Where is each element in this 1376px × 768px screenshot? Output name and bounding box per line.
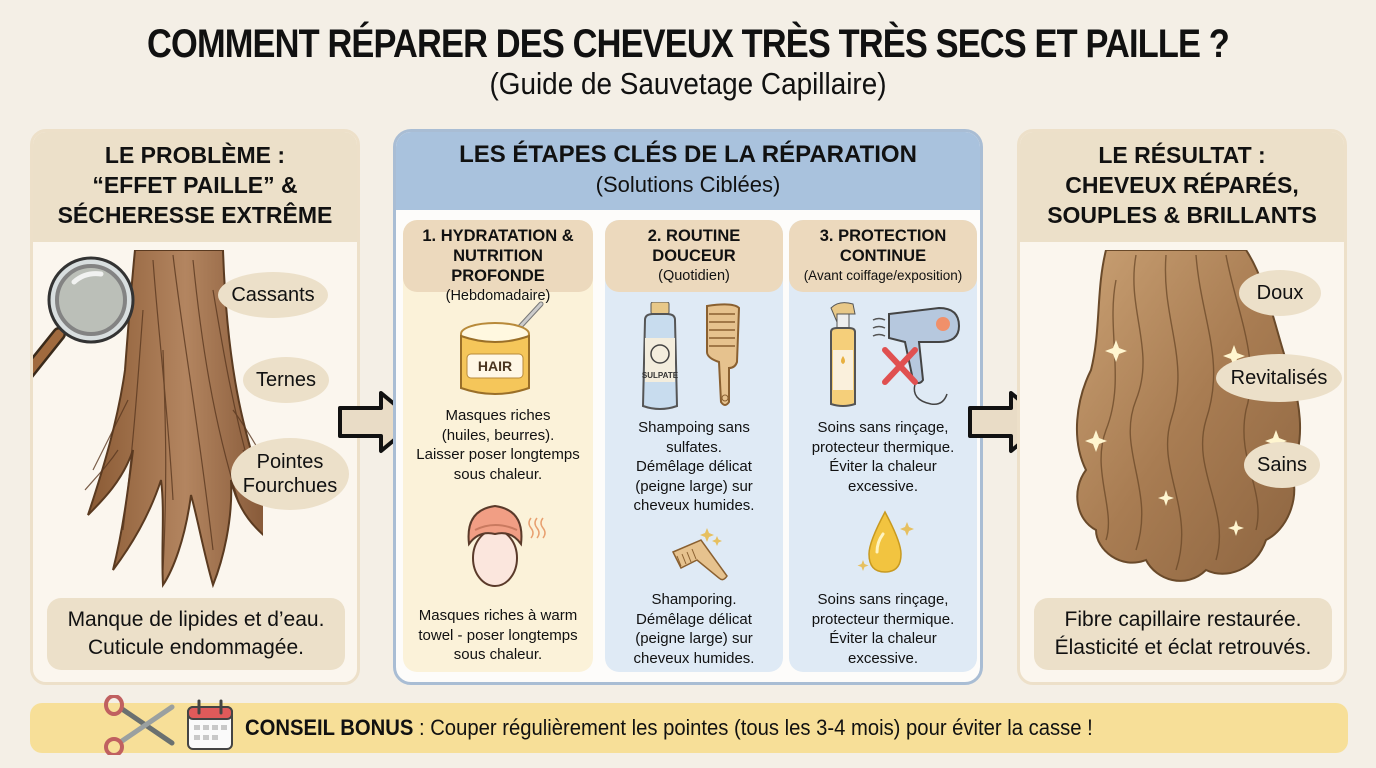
- bottle-label: SULPATE: [642, 371, 679, 380]
- scissors-icon: [104, 695, 175, 755]
- result-panel: LE RÉSULTAT : CHEVEUX RÉPARÉS, SOUPLES &…: [1017, 129, 1347, 685]
- result-heading: LE RÉSULTAT : CHEVEUX RÉPARÉS, SOUPLES &…: [1020, 132, 1344, 242]
- spray-and-crossed-hairdryer-icon: [830, 302, 961, 407]
- text-line: cheveux humides.: [633, 649, 755, 667]
- page-title: COMMENT RÉPARER DES CHEVEUX TRÈS TRÈS SE…: [147, 22, 1230, 66]
- text-line: Masques riches: [445, 407, 551, 424]
- text-line: Shamporing.: [651, 591, 737, 608]
- text-line: Soins sans rinçage,: [817, 591, 949, 608]
- fourchues-line: Fourchues: [242, 475, 338, 497]
- summary-line: Fibre capillaire restaurée.: [1064, 608, 1302, 631]
- text-line: Soins sans rinçage,: [817, 419, 949, 436]
- text-line: Démêlage délicat: [636, 610, 752, 628]
- pointes-line: Pointes: [256, 451, 324, 473]
- step-title-line: NUTRITION PROFONDE: [451, 247, 545, 285]
- step-frequency: (Avant coiffage/exposition): [803, 268, 963, 283]
- text-line: Masques riches à warm: [418, 607, 578, 624]
- text-line: excessive.: [847, 477, 919, 495]
- summary-line: Manque de lipides et d’eau.: [67, 608, 325, 631]
- text-line: sulfates.: [666, 438, 722, 456]
- jar-label: HAIR: [478, 358, 512, 374]
- text-line: (peigne large) sur: [635, 630, 753, 647]
- problem-summary: Manque de lipides et d’eau. Cuticule end…: [47, 598, 345, 670]
- summary-line: Élasticité et éclat retrouvés.: [1054, 636, 1312, 659]
- result-tag-sains: Sains: [1244, 442, 1320, 488]
- step-2-text-1: Shampoing sans sulfates. Démêlage délica…: [605, 418, 783, 516]
- result-heading-line: LE RÉSULTAT :: [1098, 142, 1266, 168]
- steps-heading: LES ÉTAPES CLÉS DE LA RÉPARATION (Soluti…: [396, 132, 980, 210]
- step-title-line: 1. HYDRATATION &: [422, 227, 574, 245]
- result-heading-line: CHEVEUX RÉPARÉS,: [1065, 172, 1299, 198]
- text-line: sous chaleur.: [453, 465, 543, 483]
- text-line: sous chaleur.: [453, 646, 543, 663]
- text-line: Shampoing sans: [638, 419, 750, 436]
- step-title-line: CONTINUE: [839, 247, 927, 265]
- problem-panel: LE PROBLÈME : “EFFET PAILLE” & SÉCHERESS…: [30, 129, 360, 685]
- text-line: Éviter la chaleur: [829, 630, 937, 647]
- result-summary: Fibre capillaire restaurée. Élasticité e…: [1034, 598, 1332, 670]
- steps-panel: LES ÉTAPES CLÉS DE LA RÉPARATION (Soluti…: [393, 129, 983, 685]
- calendar-icon: [187, 699, 233, 750]
- step-title-line: 3. PROTECTION: [819, 227, 947, 245]
- step-title-line: 2. ROUTINE: [647, 227, 741, 245]
- summary-line: Cuticule endommagée.: [88, 636, 304, 659]
- problem-heading: LE PROBLÈME : “EFFET PAILLE” & SÉCHERESS…: [33, 132, 357, 242]
- step-frequency: (Quotidien): [658, 268, 730, 284]
- step-frequency: (Hebdomadaire): [445, 288, 551, 304]
- step-3-column: 3. PROTECTION CONTINUE (Avant coiffage/e…: [789, 220, 977, 672]
- result-heading-line: SOUPLES & BRILLANTS: [1047, 202, 1317, 228]
- text-line: Laisser poser longtemps: [416, 446, 580, 463]
- steps-title: LES ÉTAPES CLÉS DE LA RÉPARATION: [459, 141, 917, 168]
- text-line: (peigne large) sur: [635, 477, 753, 495]
- oil-drop-icon: [857, 510, 914, 573]
- bonus-separator: :: [413, 715, 431, 740]
- result-tag-doux: Doux: [1239, 270, 1321, 316]
- problem-heading-line: LE PROBLÈME :: [104, 142, 286, 168]
- result-tag-revitalises: Revitalisés: [1216, 354, 1342, 402]
- text-line: (huiles, beurres).: [441, 426, 555, 444]
- shiny-wavy-hair-illustration: [1076, 250, 1301, 582]
- step-1-column: 1. HYDRATATION & NUTRITION PROFONDE (Heb…: [403, 220, 593, 672]
- step-1-heading: 1. HYDRATATION & NUTRITION PROFONDE (Heb…: [403, 220, 593, 304]
- bonus-tip-text: CONSEIL BONUS : Couper régulièrement les…: [245, 715, 1093, 741]
- text-line: cheveux humides.: [633, 497, 755, 514]
- page-subtitle: (Guide de Sauvetage Capillaire): [489, 66, 887, 101]
- problem-tag-cassants: Cassants: [218, 272, 328, 318]
- shampoo-bottle-and-comb-icon: SULPATE: [642, 302, 741, 410]
- step-2-column: 2. ROUTINE DOUCEUR (Quotidien) SULPATE S…: [605, 220, 783, 672]
- sparkling-comb-icon: [671, 528, 728, 581]
- text-line: Démêlage délicat: [636, 458, 752, 475]
- step-1-text-1: Masques riches (huiles, beurres). Laisse…: [403, 406, 593, 484]
- bonus-label: CONSEIL BONUS: [245, 715, 414, 740]
- steps-subtitle: (Solutions Ciblées): [595, 172, 781, 197]
- bonus-tip-banner: CONSEIL BONUS : Couper régulièrement les…: [30, 695, 1348, 755]
- step-title-line: DOUCEUR: [652, 247, 736, 265]
- problem-tag-pointes-fourchues: Pointes Fourchues: [231, 438, 349, 510]
- bonus-message: Couper régulièrement les pointes (tous l…: [430, 715, 1093, 740]
- text-line: towel - poser longtemps: [418, 626, 578, 644]
- problem-heading-line: SÉCHERESSE EXTRÊME: [57, 202, 333, 228]
- step-1-text-2: Masques riches à warm towel - poser long…: [403, 606, 593, 665]
- step-2-text-2: Shamporing. Démêlage délicat (peigne lar…: [605, 590, 783, 668]
- problem-heading-line: “EFFET PAILLE” &: [92, 172, 298, 198]
- problem-tag-ternes: Ternes: [243, 357, 329, 403]
- hair-mask-jar-icon: HAIR: [460, 301, 544, 395]
- step-3-text-1: Soins sans rinçage, protecteur thermique…: [789, 418, 977, 496]
- step-2-heading: 2. ROUTINE DOUCEUR (Quotidien): [605, 220, 783, 292]
- text-line: Éviter la chaleur: [829, 458, 937, 475]
- text-line: protecteur thermique.: [811, 438, 955, 456]
- step-3-heading: 3. PROTECTION CONTINUE (Avant coiffage/e…: [789, 220, 977, 292]
- text-line: protecteur thermique.: [811, 610, 955, 628]
- step-3-text-2: Soins sans rinçage, protecteur thermique…: [789, 590, 977, 668]
- magnifying-glass-icon: [33, 256, 135, 378]
- towel-turban-icon: [467, 504, 546, 587]
- text-line: excessive.: [847, 649, 919, 667]
